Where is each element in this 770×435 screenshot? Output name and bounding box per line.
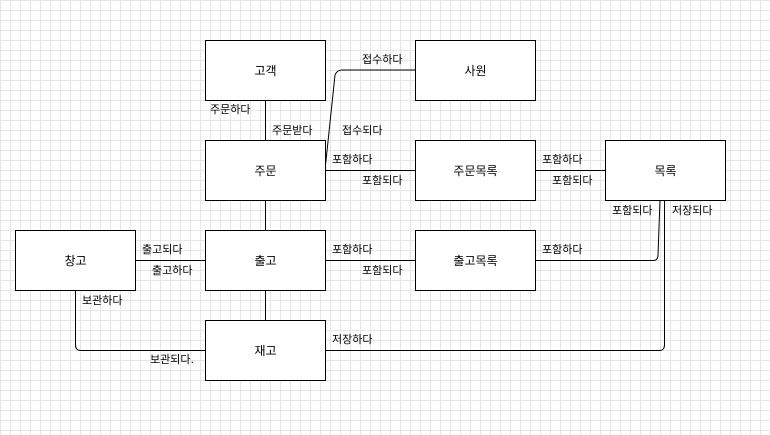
entity-warehouse-label: 창고 xyxy=(64,254,87,268)
connector-warehouse-inventory xyxy=(75,290,205,351)
connector-inventory-catalog xyxy=(325,200,665,351)
entity-order[interactable]: 주문 xyxy=(205,140,326,201)
relation-label-catalog-stored: 저장되다 xyxy=(672,204,713,217)
relation-label-keep: 보관하다 xyxy=(82,294,123,307)
entity-inventory-label: 재고 xyxy=(254,344,277,358)
entity-catalog-label: 목록 xyxy=(654,164,677,178)
relation-label-store: 저장하다 xyxy=(332,333,373,346)
entity-catalog[interactable]: 목록 xyxy=(605,140,726,201)
entity-employee[interactable]: 사원 xyxy=(415,40,536,101)
connector-shiplist-catalog xyxy=(535,199,661,261)
relation-label-shipment-included: 포함되다 xyxy=(362,264,403,277)
entity-customer-label: 고객 xyxy=(254,64,277,78)
relation-label-received: 접수되다 xyxy=(342,124,383,137)
relation-label-shiplist-includes: 포함하다 xyxy=(542,243,583,256)
entity-warehouse[interactable]: 창고 xyxy=(15,230,136,291)
connector-order-employee xyxy=(324,69,415,171)
entity-shipment-list[interactable]: 출고목록 xyxy=(415,230,536,291)
relation-label-order-includes: 포함하다 xyxy=(332,153,373,166)
entity-order-list[interactable]: 주문목록 xyxy=(415,140,536,201)
entity-shipment[interactable]: 출고 xyxy=(205,230,326,291)
relation-label-order-received: 주문받다 xyxy=(272,124,313,137)
relation-label-catalog-included-2: 포함되다 xyxy=(612,204,653,217)
relation-label-customer-orders: 주문하다 xyxy=(210,103,251,116)
entity-customer[interactable]: 고객 xyxy=(205,40,326,101)
relation-label-kept: 보관되다. xyxy=(150,353,194,366)
relation-label-orderlist-includes: 포함하다 xyxy=(542,153,583,166)
relation-label-ship-out: 출고하다 xyxy=(152,264,193,277)
relation-label-ship-from: 출고되다 xyxy=(142,243,183,256)
relation-label-catalog-included: 포함되다 xyxy=(552,174,593,187)
entity-order-label: 주문 xyxy=(254,164,277,178)
relation-label-order-included: 포함되다 xyxy=(362,174,403,187)
entity-shipment-label: 출고 xyxy=(254,254,277,268)
entity-shipment-list-label: 출고목록 xyxy=(453,254,498,268)
entity-inventory[interactable]: 재고 xyxy=(205,320,326,381)
entity-employee-label: 사원 xyxy=(464,64,487,78)
entity-order-list-label: 주문목록 xyxy=(453,164,498,178)
relation-label-receive: 접수하다 xyxy=(362,53,403,66)
relation-label-shipment-includes: 포함하다 xyxy=(332,243,373,256)
